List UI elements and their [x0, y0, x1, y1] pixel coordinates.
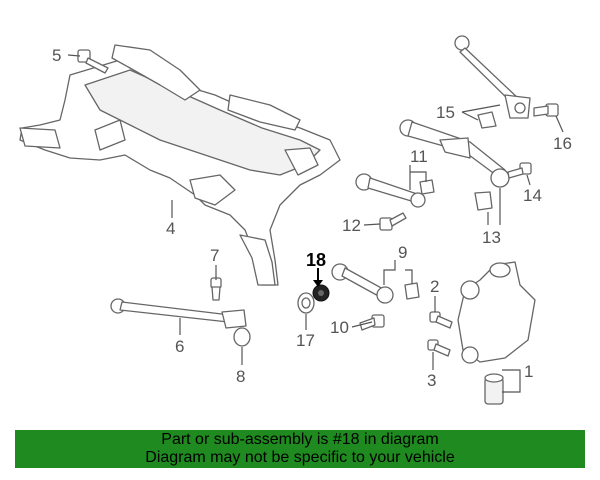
part-17-drawing — [297, 292, 315, 314]
callout-18: 18 — [306, 250, 326, 270]
callout-8: 8 — [236, 367, 245, 386]
callout-10: 10 — [330, 318, 349, 337]
knuckle-drawing — [427, 261, 536, 405]
banner-line-2: Diagram may not be specific to your vehi… — [145, 449, 455, 466]
upper-arm-drawing — [454, 35, 559, 129]
lateral-link-drawing — [331, 263, 420, 331]
callout-1: 1 — [524, 362, 533, 381]
bushing-13-14-drawing — [474, 162, 532, 211]
callout-12: 12 — [342, 216, 361, 235]
callout-3: 3 — [427, 371, 436, 390]
callout-9: 9 — [398, 243, 407, 262]
part-18-arrow — [313, 268, 323, 287]
callout-13: 13 — [482, 228, 501, 247]
callout-5: 5 — [52, 46, 61, 65]
callout-labels: 5 4 6 7 8 9 10 11 12 13 14 15 16 17 18 2… — [52, 46, 572, 390]
part-18-bushing — [312, 284, 330, 302]
banner-line-1: Part or sub-assembly is #18 in diagram — [161, 431, 439, 448]
callout-11: 11 — [410, 147, 428, 166]
callout-16: 16 — [553, 134, 572, 153]
callout-6: 6 — [175, 337, 184, 356]
bolt-5-drawing — [77, 49, 109, 74]
toe-link-drawing — [355, 173, 435, 231]
notice-banner: Part or sub-assembly is #18 in diagram D… — [15, 430, 585, 468]
callout-14: 14 — [523, 186, 542, 205]
trailing-arm-drawing — [110, 277, 251, 347]
callout-7: 7 — [210, 246, 219, 265]
subframe-drawing — [19, 44, 341, 286]
control-arm-drawing — [399, 119, 510, 188]
leader-lines — [67, 54, 564, 393]
callout-17: 17 — [296, 331, 315, 350]
callout-15: 15 — [436, 103, 455, 122]
callout-4: 4 — [166, 219, 175, 238]
callout-2: 2 — [430, 277, 439, 296]
